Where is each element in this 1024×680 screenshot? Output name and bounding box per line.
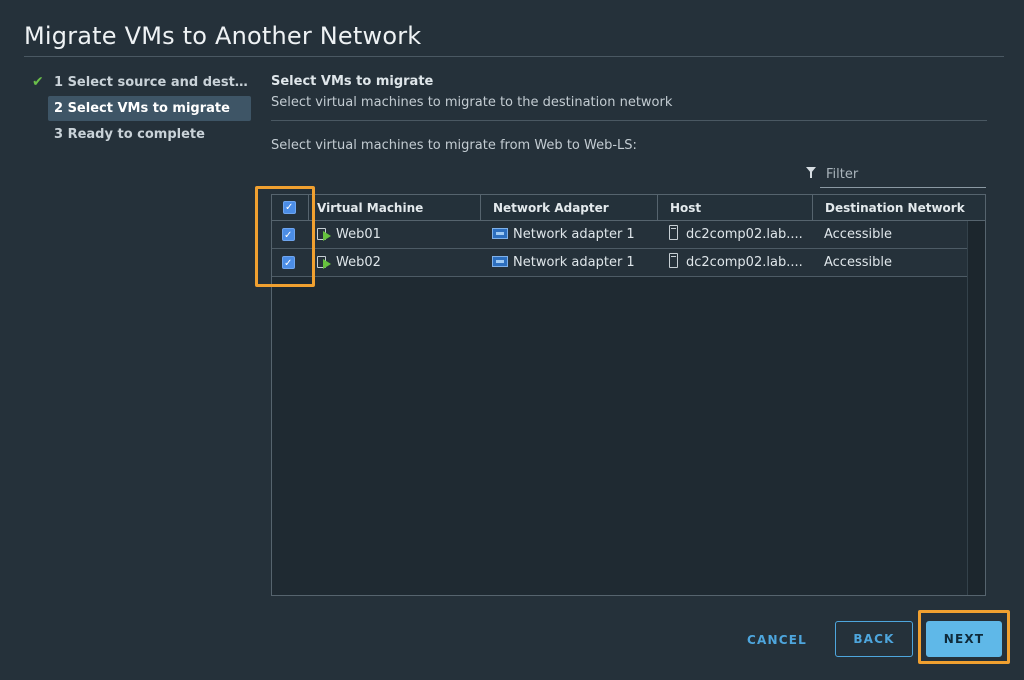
- host-cell: dc2comp02.lab....: [657, 221, 812, 248]
- section-title: Select VMs to migrate: [271, 74, 434, 89]
- table-row[interactable]: Web02 Network adapter 1 dc2comp02.lab...…: [272, 249, 968, 277]
- row-checkbox[interactable]: [282, 222, 295, 248]
- step-label: 1 Select source and destina...: [54, 75, 252, 90]
- checkbox-highlight: [255, 186, 315, 287]
- vm-name[interactable]: Web01: [336, 227, 381, 242]
- cancel-button[interactable]: CANCEL: [738, 622, 816, 658]
- next-highlight: [918, 610, 1010, 664]
- grid-header: Virtual Machine Network Adapter Host Des…: [272, 195, 985, 221]
- vm-name[interactable]: Web02: [336, 255, 381, 270]
- destination-cell: Accessible: [824, 227, 892, 242]
- main-content: Select VMs to migrate Select virtual mac…: [271, 74, 987, 188]
- back-button[interactable]: BACK: [835, 621, 913, 657]
- network-adapter-icon: [492, 228, 508, 239]
- instruction-text: Select virtual machines to migrate from …: [271, 138, 637, 153]
- dialog-title: Migrate VMs to Another Network: [24, 22, 422, 50]
- host-name[interactable]: dc2comp02.lab....: [686, 255, 803, 270]
- section-subtitle: Select virtual machines to migrate to th…: [271, 95, 673, 110]
- section-divider: [271, 120, 987, 121]
- host-cell: dc2comp02.lab....: [657, 249, 812, 276]
- column-header-host[interactable]: Host: [657, 195, 812, 220]
- column-header-adapter[interactable]: Network Adapter: [480, 195, 657, 220]
- destination-cell: Accessible: [824, 255, 892, 270]
- grid-scrollbar[interactable]: [967, 221, 985, 595]
- adapter-name: Network adapter 1: [513, 255, 635, 270]
- filter-input[interactable]: [820, 162, 986, 186]
- vm-cell: Web01: [308, 221, 480, 248]
- step-label: 3 Ready to complete: [54, 127, 205, 142]
- step-select-source[interactable]: ✔ 1 Select source and destina...: [32, 70, 252, 95]
- column-header-destination[interactable]: Destination Network: [812, 195, 967, 220]
- row-checkbox[interactable]: [282, 250, 295, 276]
- step-label: 2 Select VMs to migrate: [54, 101, 230, 116]
- next-button[interactable]: NEXT: [926, 621, 1002, 657]
- vm-grid: Virtual Machine Network Adapter Host Des…: [271, 194, 986, 596]
- title-divider: [24, 56, 1004, 57]
- table-row[interactable]: Web01 Network adapter 1 dc2comp02.lab...…: [272, 221, 968, 249]
- step-select-vms[interactable]: 2 Select VMs to migrate: [48, 96, 251, 121]
- row-select-cell: [272, 249, 308, 276]
- adapter-name: Network adapter 1: [513, 227, 635, 242]
- select-all-cell: [272, 195, 308, 220]
- adapter-cell: Network adapter 1: [480, 221, 657, 248]
- vm-icon: [316, 227, 332, 243]
- filter-box: [806, 162, 986, 188]
- row-select-cell: [272, 221, 308, 248]
- column-header-vm[interactable]: Virtual Machine: [308, 195, 480, 220]
- host-icon: [669, 225, 678, 240]
- select-all-checkbox[interactable]: [283, 195, 296, 220]
- check-icon: ✔: [32, 74, 44, 90]
- filter-icon: [806, 167, 816, 178]
- vm-cell: Web02: [308, 249, 480, 276]
- vm-icon: [316, 255, 332, 271]
- step-ready-to-complete[interactable]: 3 Ready to complete: [32, 122, 252, 147]
- wizard-steps: ✔ 1 Select source and destina... 2 Selec…: [32, 70, 252, 148]
- host-icon: [669, 253, 678, 268]
- host-name[interactable]: dc2comp02.lab....: [686, 227, 803, 242]
- adapter-cell: Network adapter 1: [480, 249, 657, 276]
- network-adapter-icon: [492, 256, 508, 267]
